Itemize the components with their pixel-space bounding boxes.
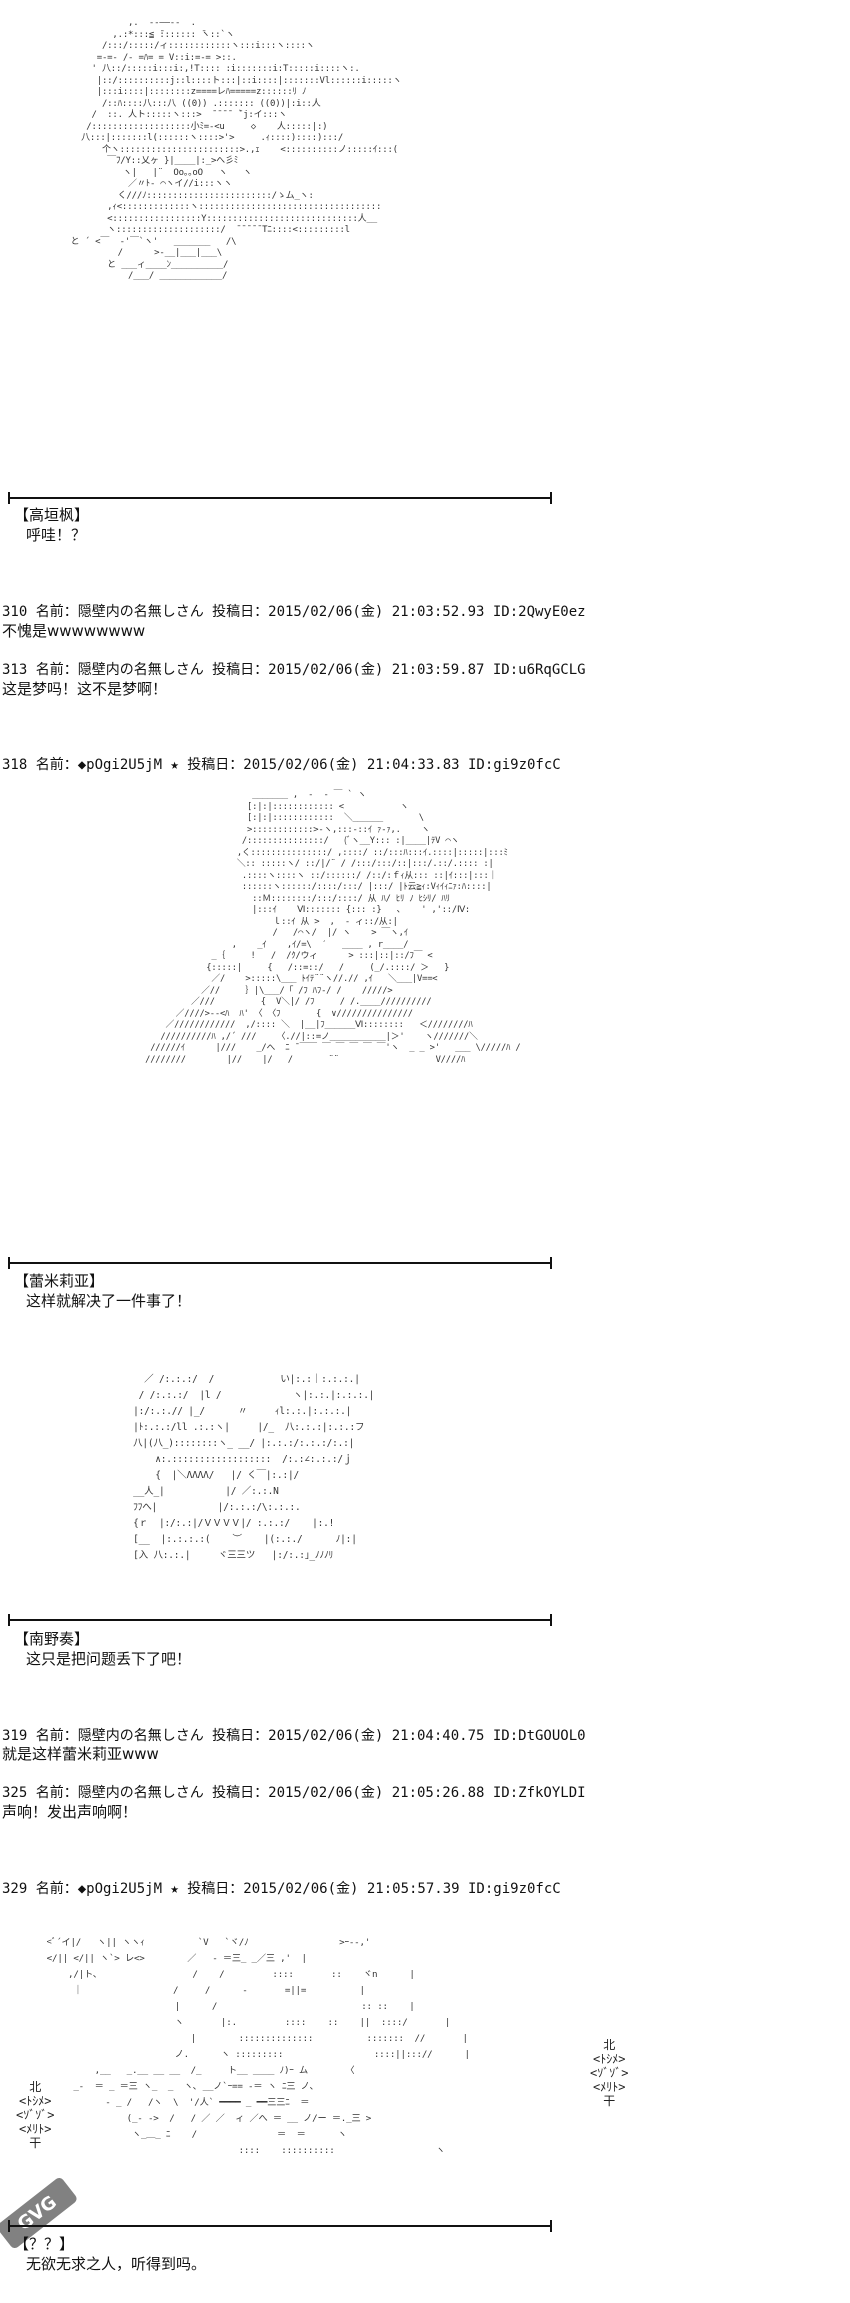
ascii-art-remilia: _______ , - ‐ ￣ ` ヽ [:|:|:::::::::::: < …: [145, 790, 521, 1065]
side-ascii-text-left: 北 <ﾄｼﾒ> <ｿﾞｿﾞ> <ﾒﾘﾄ> 干: [16, 2080, 55, 2150]
scene-divider: [4, 492, 556, 504]
speaker-name: 【高垣枫】: [14, 506, 90, 524]
speaker-name: 【？？】: [14, 2235, 75, 2253]
post-header: 325 名前：隠壁内の名無しさん 投稿日：2015/02/06(金) 21:05…: [2, 1785, 586, 1801]
ascii-art-mystery-figure: <ﾞ´イ|/ ヽ|| ヽヽｨ `V `ヾ/ﾉ >ｰ‐-,' </|| </|| …: [46, 1937, 470, 2156]
post-header: 310 名前：隠壁内の名無しさん 投稿日：2015/02/06(金) 21:03…: [2, 604, 586, 620]
speaker-name: 【南野奏】: [14, 1630, 90, 1648]
side-ascii-text-right: 北 <ﾄｼﾒ> <ｿﾞｿﾞ> <ﾒﾘﾄ> 干: [590, 2038, 629, 2108]
post-header: 329 名前：◆pOgi2U5jM ★ 投稿日：2015/02/06(金) 21…: [2, 1881, 561, 1897]
post-body: 就是这样蕾米莉亚www: [2, 1745, 159, 1763]
speech-line: 无欲无求之人，听得到吗。: [26, 2255, 207, 2273]
speaker-name: 【蕾米莉亚】: [14, 1272, 105, 1290]
post-header: 319 名前：隠壁内の名無しさん 投稿日：2015/02/06(金) 21:04…: [2, 1728, 586, 1744]
scene-divider: [4, 1614, 556, 1626]
speech-line: 这只是把问题丢下了吧！: [26, 1650, 192, 1668]
scene-divider: [4, 2220, 556, 2232]
post-header: 313 名前：隠壁内の名無しさん 投稿日：2015/02/06(金) 21:03…: [2, 662, 586, 678]
ascii-art-takagaki-kaede: ,. -‐――‐- . ,.:*:::≦ ̄::::::: ̄ヽ::`ヽ /::…: [70, 18, 402, 281]
scene-divider: [4, 1257, 556, 1269]
ascii-art-minamino-kanade: ／ /:.:.:/ / い|:.:｜:.:.:.| / /:.:.:/ |l /…: [133, 1374, 375, 1561]
post-header: 318 名前：◆pOgi2U5jM ★ 投稿日：2015/02/06(金) 21…: [2, 757, 561, 773]
post-body: 声响！发出声响啊！: [2, 1803, 138, 1821]
speech-line: 这样就解决了一件事了！: [26, 1292, 192, 1310]
speech-line: 呼哇！？: [26, 526, 87, 544]
post-body: 这是梦吗！这不是梦啊！: [2, 680, 168, 698]
post-body: 不愧是wwwwwwww: [2, 622, 146, 640]
